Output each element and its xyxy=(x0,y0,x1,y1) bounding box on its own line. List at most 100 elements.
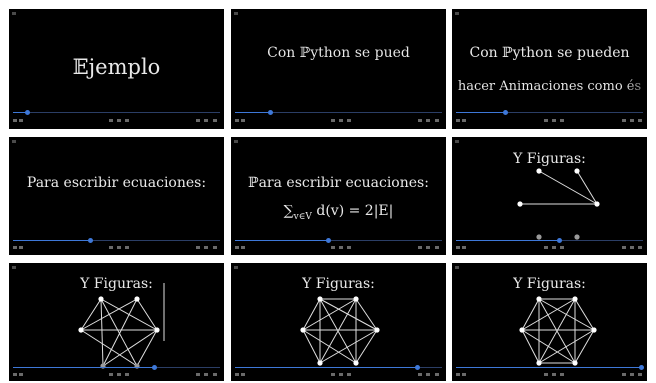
rewind-icon[interactable] xyxy=(331,373,335,376)
rewind-icon[interactable] xyxy=(109,246,113,249)
seek-handle[interactable] xyxy=(87,238,93,243)
seek-handle[interactable] xyxy=(151,365,157,370)
seek-handle[interactable] xyxy=(502,110,508,115)
replay-icon[interactable] xyxy=(196,246,200,249)
replay-icon[interactable] xyxy=(418,246,422,249)
pause-icon[interactable] xyxy=(117,246,121,249)
seek-bar[interactable] xyxy=(13,238,220,243)
settings-icon[interactable] xyxy=(204,119,208,122)
play-icon[interactable] xyxy=(235,373,239,376)
pause-icon[interactable] xyxy=(339,246,343,249)
play-icon[interactable] xyxy=(235,119,239,122)
seek-handle[interactable] xyxy=(326,238,332,243)
play-icon[interactable] xyxy=(235,246,239,249)
fullscreen-icon[interactable] xyxy=(213,119,217,122)
volume-icon[interactable] xyxy=(241,119,245,122)
forward-icon[interactable] xyxy=(347,373,351,376)
volume-icon[interactable] xyxy=(241,373,245,376)
video-frame-3[interactable]: Con ℙython se pueden hacer Animaciones c… xyxy=(452,9,647,129)
rewind-icon[interactable] xyxy=(331,246,335,249)
seek-handle[interactable] xyxy=(25,110,31,115)
video-frame-4[interactable]: Para escribir ecuaciones: xyxy=(9,137,224,255)
replay-icon[interactable] xyxy=(622,119,626,122)
settings-icon[interactable] xyxy=(426,373,430,376)
settings-icon[interactable] xyxy=(630,119,634,122)
seek-bar[interactable] xyxy=(456,365,645,370)
seek-bar[interactable] xyxy=(13,110,220,115)
settings-icon[interactable] xyxy=(204,246,208,249)
replay-icon[interactable] xyxy=(622,246,626,249)
fullscreen-icon[interactable] xyxy=(638,119,642,122)
replay-icon[interactable] xyxy=(196,119,200,122)
replay-icon[interactable] xyxy=(196,373,200,376)
replay-icon[interactable] xyxy=(418,373,422,376)
seek-bar[interactable] xyxy=(456,238,643,243)
fullscreen-icon[interactable] xyxy=(213,246,217,249)
seek-handle[interactable] xyxy=(415,365,421,370)
pause-icon[interactable] xyxy=(339,119,343,122)
seek-bar[interactable] xyxy=(235,365,442,370)
seek-bar[interactable] xyxy=(456,110,643,115)
volume-icon[interactable] xyxy=(241,246,245,249)
seek-handle[interactable] xyxy=(268,110,274,115)
replay-icon[interactable] xyxy=(622,373,626,376)
volume-icon[interactable] xyxy=(19,246,23,249)
play-icon[interactable] xyxy=(456,373,460,376)
fullscreen-icon[interactable] xyxy=(638,373,642,376)
play-icon[interactable] xyxy=(13,246,17,249)
rewind-icon[interactable] xyxy=(109,373,113,376)
video-frame-1[interactable]: 𝔼jemplo xyxy=(9,9,224,129)
forward-icon[interactable] xyxy=(125,119,129,122)
video-frame-7[interactable]: Y Figuras: xyxy=(9,263,224,381)
settings-icon[interactable] xyxy=(630,246,634,249)
forward-icon[interactable] xyxy=(125,373,129,376)
volume-icon[interactable] xyxy=(19,373,23,376)
rewind-icon[interactable] xyxy=(544,373,548,376)
settings-icon[interactable] xyxy=(426,246,430,249)
settings-icon[interactable] xyxy=(426,119,430,122)
video-frame-6[interactable]: Y Figuras: xyxy=(452,137,647,255)
pause-icon[interactable] xyxy=(339,373,343,376)
volume-icon[interactable] xyxy=(462,246,466,249)
volume-icon[interactable] xyxy=(19,119,23,122)
video-frame-8[interactable]: Y Figuras: xyxy=(231,263,446,381)
play-icon[interactable] xyxy=(456,119,460,122)
settings-icon[interactable] xyxy=(204,373,208,376)
rewind-icon[interactable] xyxy=(331,119,335,122)
video-frame-5[interactable]: ℙara escribir ecuaciones: ∑v∈V d(v) = 2|… xyxy=(231,137,446,255)
volume-icon[interactable] xyxy=(462,119,466,122)
volume-icon[interactable] xyxy=(462,373,466,376)
forward-icon[interactable] xyxy=(560,246,564,249)
seek-handle[interactable] xyxy=(639,365,645,370)
forward-icon[interactable] xyxy=(347,119,351,122)
seek-bar[interactable] xyxy=(13,365,220,370)
seek-handle[interactable] xyxy=(556,238,562,243)
video-frame-2[interactable]: Con ℙython se pued xyxy=(231,9,446,129)
pause-icon[interactable] xyxy=(117,373,121,376)
play-icon[interactable] xyxy=(13,373,17,376)
pause-icon[interactable] xyxy=(117,119,121,122)
settings-icon[interactable] xyxy=(630,373,634,376)
seek-bar[interactable] xyxy=(235,238,442,243)
fullscreen-icon[interactable] xyxy=(213,373,217,376)
forward-icon[interactable] xyxy=(560,119,564,122)
forward-icon[interactable] xyxy=(125,246,129,249)
rewind-icon[interactable] xyxy=(109,119,113,122)
pause-icon[interactable] xyxy=(552,246,556,249)
video-frame-9[interactable]: Y Figuras: xyxy=(452,263,647,381)
forward-icon[interactable] xyxy=(347,246,351,249)
rewind-icon[interactable] xyxy=(544,119,548,122)
fullscreen-icon[interactable] xyxy=(638,246,642,249)
fullscreen-icon[interactable] xyxy=(435,119,439,122)
fullscreen-icon[interactable] xyxy=(435,373,439,376)
fullscreen-icon[interactable] xyxy=(435,246,439,249)
play-icon[interactable] xyxy=(456,246,460,249)
forward-icon[interactable] xyxy=(560,373,564,376)
seek-bar[interactable] xyxy=(235,110,442,115)
rewind-icon[interactable] xyxy=(544,246,548,249)
replay-icon[interactable] xyxy=(418,119,422,122)
pause-icon[interactable] xyxy=(552,373,556,376)
play-icon[interactable] xyxy=(13,119,17,122)
graph-edge xyxy=(80,329,138,367)
pause-icon[interactable] xyxy=(552,119,556,122)
